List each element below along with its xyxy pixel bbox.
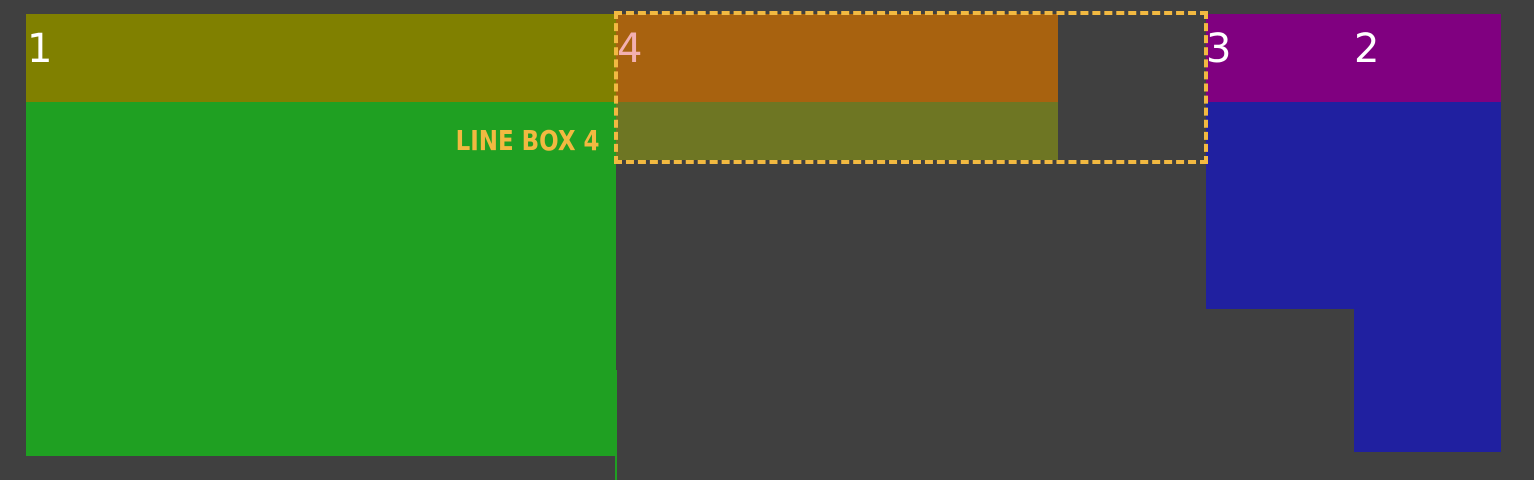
line-box-4-callout: LINE BOX 4 [456, 124, 600, 157]
orange-line-box-4 [616, 14, 1058, 102]
purple-line-box [1206, 14, 1501, 102]
line-box-4-dashed-outline [614, 11, 1208, 164]
box-3-label: 3 [1206, 26, 1232, 72]
box-4-label: 4 [617, 26, 643, 72]
box-1-label: 1 [27, 26, 53, 72]
olive-overlap-strip [616, 102, 1058, 160]
green-edge-sliver [615, 370, 617, 480]
olive-line-box-1 [26, 14, 616, 102]
green-float-box [26, 102, 616, 456]
blue-float-upper [1206, 102, 1501, 309]
box-2-label: 2 [1354, 26, 1380, 72]
blue-float-lower [1354, 309, 1501, 452]
